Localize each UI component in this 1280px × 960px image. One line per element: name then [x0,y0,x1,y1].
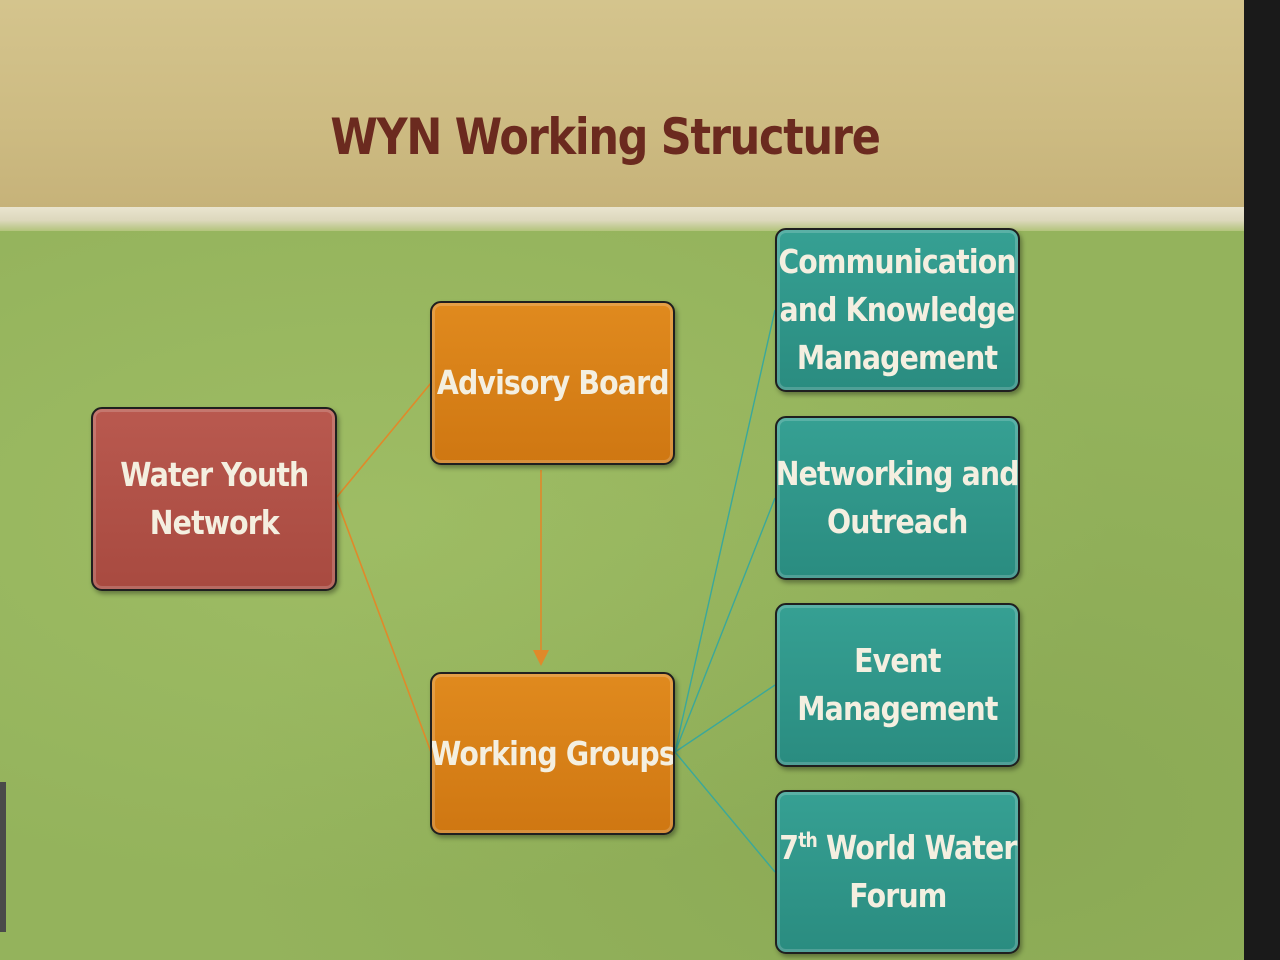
forum-label-rest: World Water [816,828,1017,867]
node-label: Event [854,641,941,680]
link-working-comm [674,309,776,753]
node-label: Management [797,689,998,728]
node-label: Network [149,503,279,542]
node-label: Working Groups [430,733,675,773]
node-label: Outreach [827,502,968,541]
node-communication-knowledge-management: Communication and Knowledge Management [775,228,1020,392]
node-advisory-board: Advisory Board [430,301,675,465]
left-edge-bar [0,782,6,932]
ordinal-suffix: th [797,828,818,852]
node-7th-world-water-forum: 7th World Water Forum [775,790,1020,954]
node-label: Water Youth [119,455,309,494]
node-label: 7th World Water [778,824,1017,872]
link-working-event [674,684,776,753]
ordinal-number: 7 [778,828,799,867]
node-label: Management [797,338,998,377]
node-label: Forum [848,876,947,915]
torn-paper-edge [0,207,1244,231]
node-label: Networking and [776,454,1019,493]
node-working-groups: Working Groups [430,672,675,835]
link-working-forum [674,751,776,873]
link-root-advisory [335,382,432,499]
connector-lines [335,309,776,873]
node-label: Communication [778,242,1017,281]
link-root-working [335,497,432,753]
header-band [0,0,1244,210]
slide: WYN Working Structure Water Youth Networ… [0,0,1244,960]
node-water-youth-network: Water Youth Network [91,407,337,591]
node-networking-outreach: Networking and Outreach [775,416,1020,580]
node-label: and Knowledge [779,290,1016,329]
node-label: Advisory Board [436,363,670,402]
node-event-management: Event Management [775,603,1020,767]
slide-title: WYN Working Structure [330,108,880,166]
link-working-network [674,497,776,753]
